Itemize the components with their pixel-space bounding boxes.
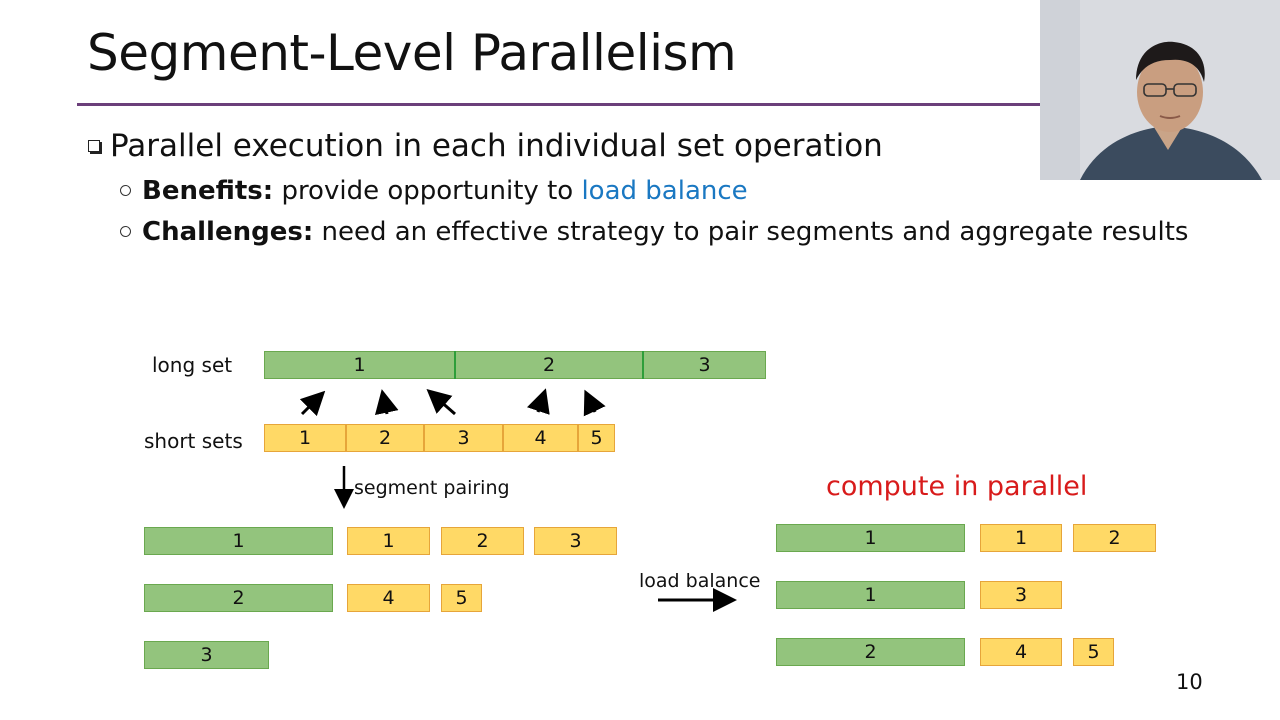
circle-bullet-icon [120,226,131,237]
short-segment: 1 [264,424,346,452]
short-segment: 3 [424,424,503,452]
balanced-long-segment: 2 [776,638,965,666]
square-bullet-icon [88,139,100,152]
benefits-highlight: load balance [581,176,748,206]
long-set-label: long set [152,353,233,377]
challenges-text: need an effective strategy to pair segme… [321,217,1189,247]
paired-short-segment: 4 [347,584,430,612]
segment-pairing-label: segment pairing [354,477,510,499]
benefits-label: Benefits: [142,176,274,206]
page-title: Segment-Level Parallelism [87,24,737,82]
segment-divider [454,351,456,379]
compute-parallel-label: compute in parallel [826,471,1088,502]
bullet-benefits: Benefits: provide opportunity to load ba… [120,176,748,206]
paired-short-segment: 5 [441,584,482,612]
pairing-arrow [426,389,456,416]
bullet-challenges: Challenges: need an effective strategy t… [120,217,1188,247]
paired-short-segment: 3 [534,527,617,555]
short-sets-label: short sets [144,429,243,453]
paired-long-segment: 2 [144,584,333,612]
pairing-arrow [526,388,550,415]
paired-short-segment: 2 [441,527,524,555]
pairing-arrow [583,389,606,417]
title-divider [77,103,1040,106]
short-segment: 2 [346,424,424,452]
pairing-arrow [299,390,326,417]
bullet-main-text: Parallel execution in each individual se… [110,128,883,164]
paired-long-segment: 1 [144,527,333,555]
long-segment: 1 [264,351,455,379]
long-segment: 3 [643,351,766,379]
balanced-short-segment: 5 [1073,638,1114,666]
paired-short-segment: 1 [347,527,430,555]
balanced-short-segment: 3 [980,581,1062,609]
benefits-text: provide opportunity to [281,176,582,206]
balanced-short-segment: 4 [980,638,1062,666]
challenges-label: Challenges: [142,217,314,247]
segment-divider [642,351,644,379]
bullet-main: Parallel execution in each individual se… [88,128,883,164]
pairing-arrow [374,389,399,416]
balanced-short-segment: 1 [980,524,1062,552]
page-number: 10 [1176,670,1203,694]
short-segment: 5 [578,424,615,452]
balanced-long-segment: 1 [776,524,965,552]
load-balance-label: load balance [639,570,761,592]
paired-long-segment: 3 [144,641,269,669]
balanced-short-segment: 2 [1073,524,1156,552]
presenter-webcam [1040,0,1280,180]
short-segment: 4 [503,424,578,452]
circle-bullet-icon [120,185,131,196]
presenter-video-icon [1040,0,1280,180]
balanced-long-segment: 1 [776,581,965,609]
